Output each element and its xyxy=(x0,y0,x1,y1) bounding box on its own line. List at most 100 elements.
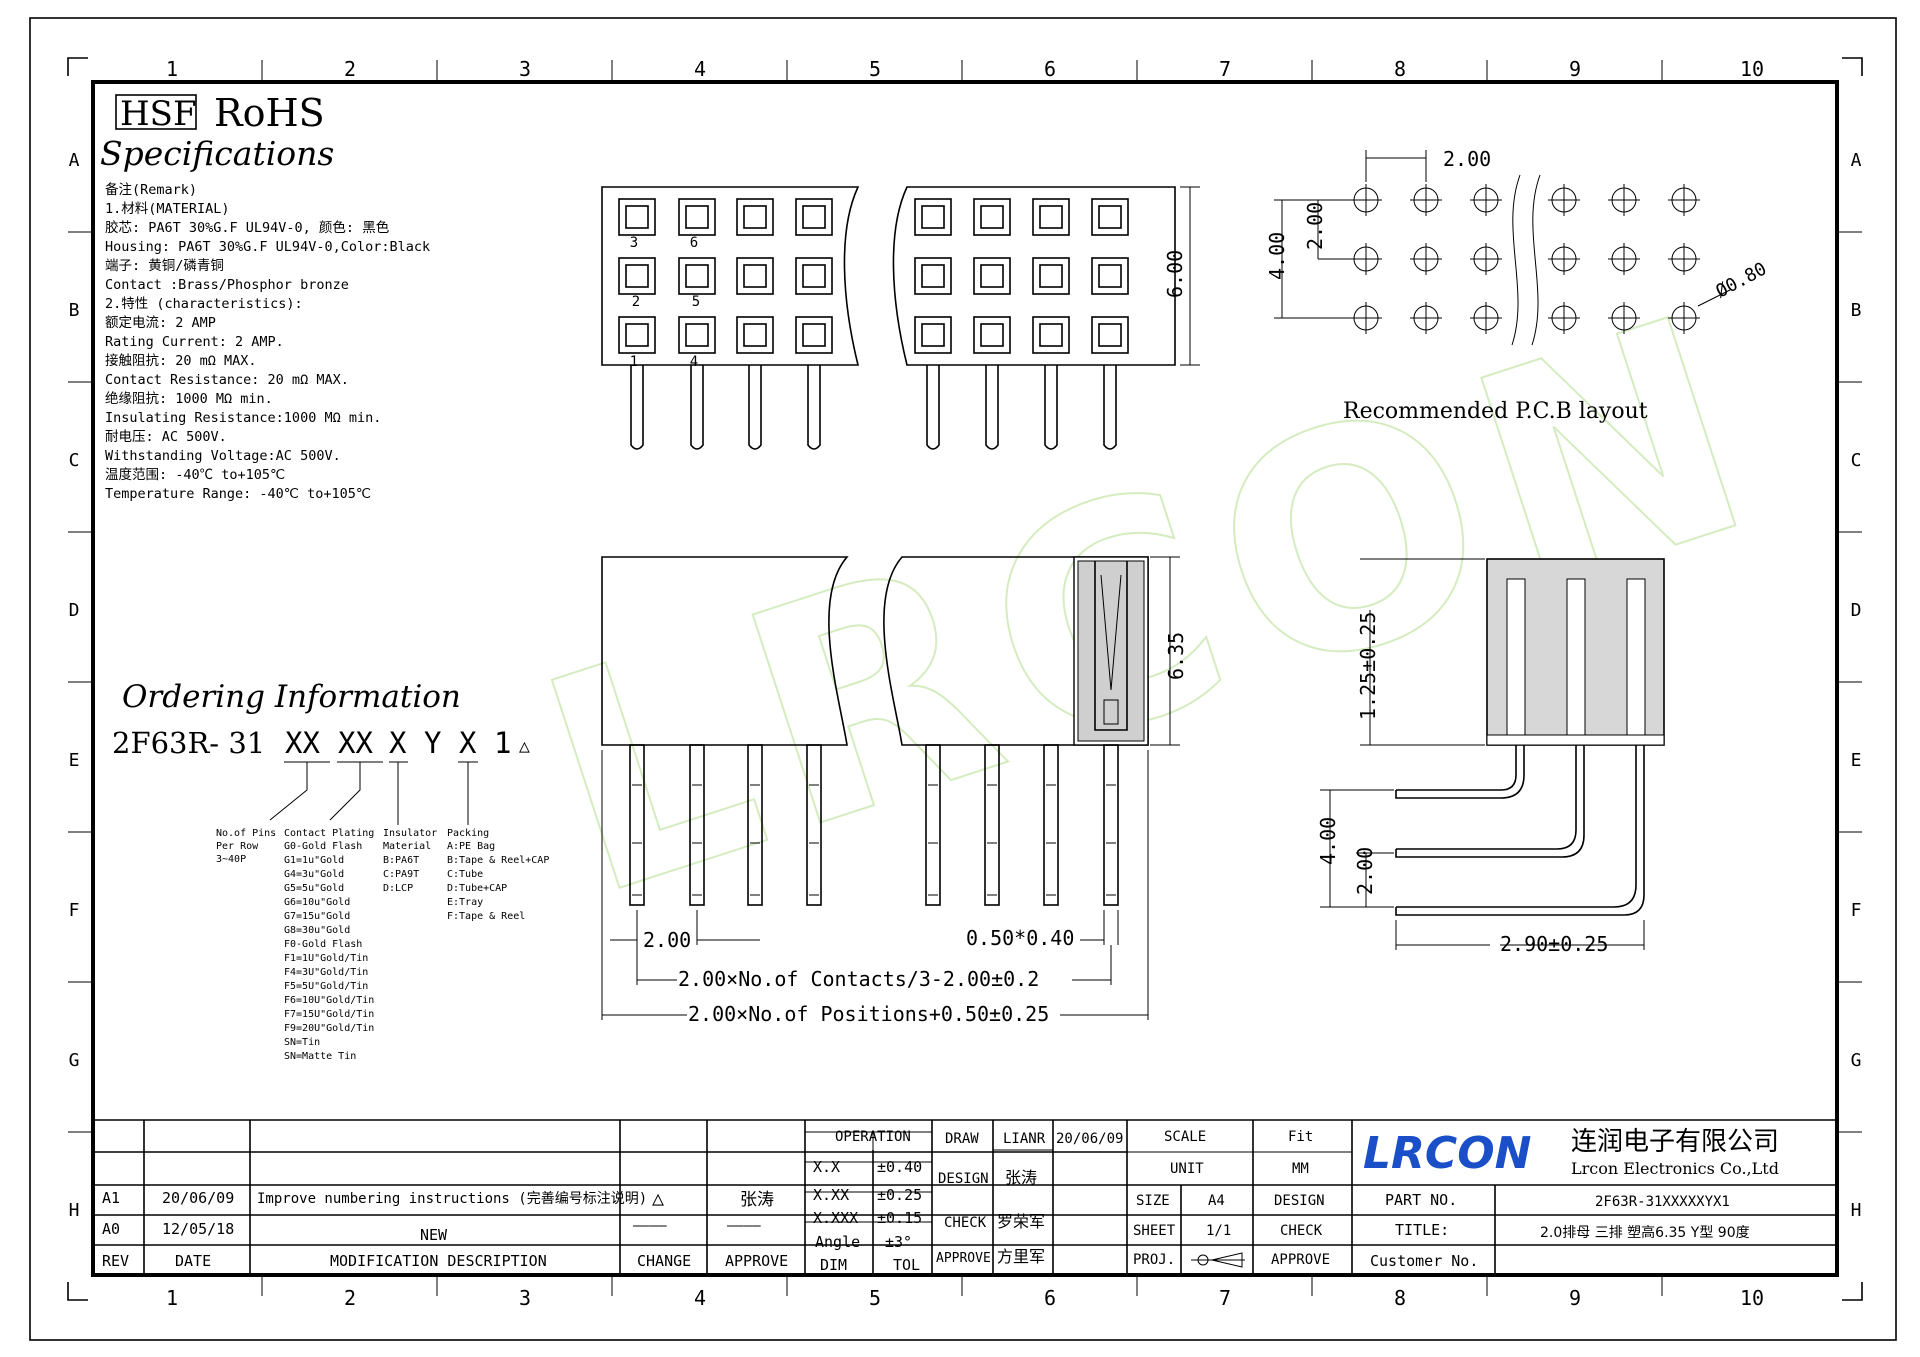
drawing-label-17: 7 xyxy=(1219,1286,1231,1310)
drawing-label-99: ±0.40 xyxy=(877,1158,922,1176)
drawing-label-50: 耐电压: AC 500V. xyxy=(105,429,227,445)
front-contacts-dim: 2.00×No.of Contacts/3-2.00±0.2 xyxy=(678,967,1039,991)
change-header: CHANGE xyxy=(637,1252,691,1270)
drawing-label-58: X xyxy=(459,726,477,760)
pcb-total-dim: 4.00 xyxy=(1265,232,1289,280)
projection-symbol xyxy=(1191,1252,1245,1268)
part-no-label: PART NO. xyxy=(1385,1191,1457,1209)
side-top-dim: 1.25±0.25 xyxy=(1356,612,1380,720)
drawing-label-78: SN=Tin xyxy=(284,1037,320,1048)
drawing-label-83: C:PA9T xyxy=(383,869,419,880)
drawing-label-101: ±0.25 xyxy=(877,1186,922,1204)
company-logo: LRCON xyxy=(1363,1128,1531,1179)
side-view-leads xyxy=(1395,745,1645,916)
check-col-label: CHECK xyxy=(1280,1223,1323,1239)
drawing-label-5: 5 xyxy=(869,57,881,81)
company-name-en: Lrcon Electronics Co.,Ltd xyxy=(1571,1159,1779,1178)
title-value: 2.0排母 三排 塑高6.35 Y型 90度 xyxy=(1540,1224,1750,1241)
drawing-label-63: Contact Plating xyxy=(284,828,374,839)
rev-a0: A0 xyxy=(102,1220,120,1238)
drawing-label-70: G8=30u"Gold xyxy=(284,925,350,936)
ordering-delta: △ xyxy=(519,736,530,757)
drawing-label-43: 2.特性 (characteristics): xyxy=(105,296,303,312)
rev-a1-approve: 张涛 xyxy=(740,1190,774,1210)
drawing-label-24: D xyxy=(69,600,80,621)
drawing-label-13: 3 xyxy=(519,1286,531,1310)
drawing-label-12: 2 xyxy=(344,1286,356,1310)
drawing-label-38: 1.材料(MATERIAL) xyxy=(105,201,230,217)
drawing-label-71: F0-Gold Flash xyxy=(284,939,362,950)
drawing-label-62: 3~40P xyxy=(216,854,246,865)
inner-border xyxy=(91,80,1839,1277)
pcb-hole-dim: Ø0.80 xyxy=(1712,258,1770,302)
drawing-label-33: E xyxy=(1851,750,1862,771)
drawing-label-44: 额定电流: 2 AMP xyxy=(105,315,216,331)
design-col-label: DESIGN xyxy=(1274,1193,1325,1209)
check-label: CHECK xyxy=(944,1215,987,1231)
outer-border xyxy=(29,17,1897,1341)
drawing-label-20: 10 xyxy=(1740,1286,1764,1310)
drawing-label-40: Housing: PA6T 30%G.F UL94V-0,Color:Black xyxy=(105,239,430,255)
drawing-label-91: F:Tape & Reel xyxy=(447,911,525,922)
drawing-label-53: Temperature Range: -40℃ to+105℃ xyxy=(105,486,371,502)
grid-rows-left: A B C D E F G H xyxy=(69,150,80,1221)
drawing-label-14: 4 xyxy=(694,1286,706,1310)
drawing-label-26: F xyxy=(69,900,80,921)
drawing-label-41: 端子: 黄铜/磷青铜 xyxy=(105,258,224,274)
date-header: DATE xyxy=(175,1252,211,1270)
top-view-pins xyxy=(630,365,1117,450)
drawing-label-46: 接触阻抗: 20 mΩ MAX. xyxy=(105,352,257,369)
grid-columns-top: 1 2 3 4 5 6 7 8 9 10 xyxy=(166,57,1764,81)
drawing-label-90: E:Tray xyxy=(447,897,483,908)
pcb-holes xyxy=(1350,184,1700,334)
drawing-label-61: Per Row xyxy=(216,841,259,852)
drawing-label-57: Y xyxy=(424,726,441,760)
drawing-label-69: G7=15u"Gold xyxy=(284,911,350,922)
drawing-label-48: 绝缘阻抗: 1000 MΩ min. xyxy=(105,391,273,407)
legend-insulator: Insulator Material B:PA6T C:PA9T D:LCP xyxy=(383,828,437,894)
rev-a0-date: 12/05/18 xyxy=(162,1220,234,1238)
drawing-label-84: D:LCP xyxy=(383,883,413,894)
desc-header: MODIFICATION DESCRIPTION xyxy=(330,1252,547,1270)
size-value: A4 xyxy=(1208,1193,1225,1209)
pcb-row-pitch-dim: 2.00 xyxy=(1303,202,1327,250)
drawing-label-49: Insulating Resistance:1000 MΩ min. xyxy=(105,410,381,426)
legend-packing: Packing A:PE Bag B:Tape & Reel+CAP C:Tub… xyxy=(447,828,549,922)
drawing-label-37: 备注(Remark) xyxy=(105,181,197,198)
ordering-codes: XX XX X Y X 1 xyxy=(285,726,511,760)
scale-value: Fit xyxy=(1288,1129,1313,1145)
drawing-label-1: 1 xyxy=(166,57,178,81)
drawing-label-18: 8 xyxy=(1394,1286,1406,1310)
dim-label: DIM xyxy=(820,1256,847,1274)
drawing-label-6: 6 xyxy=(1044,57,1056,81)
front-view-pins xyxy=(629,744,1119,906)
top-view-height-dim: 6.00 xyxy=(1163,250,1187,298)
drawing-label-96: 1 xyxy=(630,354,638,370)
drawing-label-56: X xyxy=(389,726,407,760)
drawing-label-92: 3 xyxy=(630,235,638,251)
grid-columns-bottom: 1 2 3 4 5 6 7 8 9 10 xyxy=(166,1286,1764,1310)
approve-header: APPROVE xyxy=(725,1252,788,1270)
drawing-label-47: Contact Resistance: 20 mΩ MAX. xyxy=(105,372,349,388)
drawing-label-16: 6 xyxy=(1044,1286,1056,1310)
drawing-label-97: 4 xyxy=(690,354,698,370)
drawing-label-103: ±0.15 xyxy=(877,1209,922,1227)
drawing-label-98: X.X xyxy=(813,1158,840,1176)
title-block: A1 20/06/09 Improve numbering instructio… xyxy=(93,1119,1837,1275)
drawing-label-89: D:Tube+CAP xyxy=(447,883,507,894)
drawing-label-9: 9 xyxy=(1569,57,1581,81)
drawing-label-19: 9 xyxy=(1569,1286,1581,1310)
drawing-label-88: C:Tube xyxy=(447,869,483,880)
sheet-value: 1/1 xyxy=(1206,1223,1231,1239)
rev-a0-desc: NEW xyxy=(420,1226,448,1244)
drawing-label-86: A:PE Bag xyxy=(447,841,495,852)
ordering-prefix: 2F63R- 31 xyxy=(112,726,265,760)
draw-name: LIANR xyxy=(1003,1131,1046,1147)
draw-label: DRAW xyxy=(945,1131,979,1147)
front-positions-dim: 2.00×No.of Positions+0.50±0.25 xyxy=(688,1002,1049,1026)
drawing-label-34: F xyxy=(1851,900,1862,921)
approve-name: 方里军 xyxy=(997,1247,1045,1266)
drawing-label-104: Angle xyxy=(815,1233,860,1251)
drawing-label-75: F6=10U"Gold/Tin xyxy=(284,995,374,1006)
pcb-pitch-dim: 2.00 xyxy=(1443,147,1491,171)
